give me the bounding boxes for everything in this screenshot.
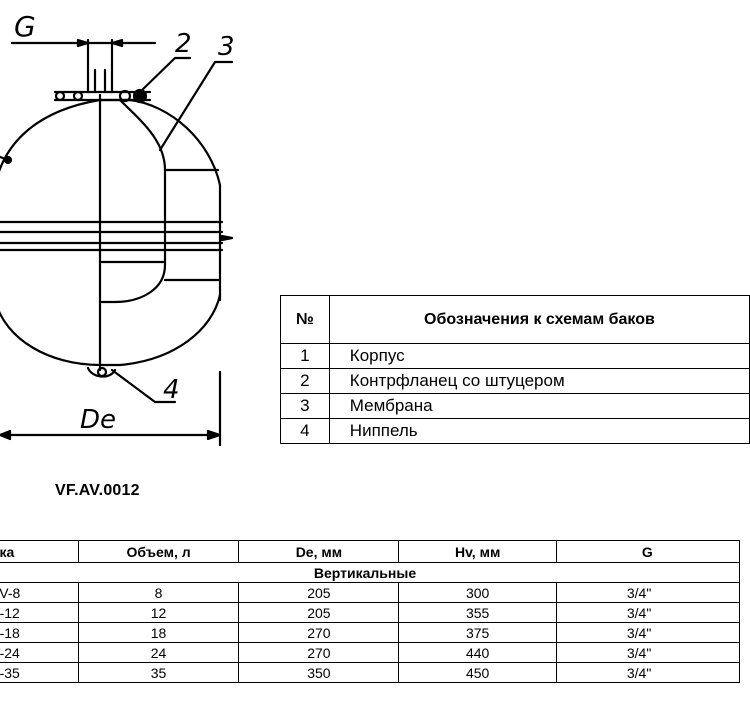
group-row: Вертикальные xyxy=(0,562,740,583)
table-row: AV-8 8 205 300 3/4" xyxy=(0,582,741,603)
table-row: V-12 12 205 355 3/4" xyxy=(0,602,741,623)
legend-row: 2 Контрфланец со штуцером xyxy=(280,368,750,394)
header-de: De, мм xyxy=(238,540,400,563)
cell-volume: 8 xyxy=(77,582,240,603)
legend-text: Контрфланец со штуцером xyxy=(328,368,750,394)
cell-de: 270 xyxy=(238,622,400,643)
specs-table: рка Объем, л De, мм Hv, мм G Вертикальны… xyxy=(0,540,741,683)
cell-de: 270 xyxy=(238,642,400,663)
cell-volume: 18 xyxy=(77,622,240,643)
cell-volume: 35 xyxy=(77,662,240,683)
legend-row: 4 Ниппель xyxy=(280,418,750,444)
cell-model: V-24 xyxy=(0,642,79,663)
legend-num: 1 xyxy=(280,343,330,369)
table-row: V-35 35 350 450 3/4" xyxy=(0,662,741,683)
cell-hv: 440 xyxy=(398,642,557,663)
cell-de: 205 xyxy=(238,582,400,603)
legend-row: 3 Мембрана xyxy=(280,393,750,419)
legend-num: 4 xyxy=(280,418,330,444)
label-3: 3 xyxy=(218,32,235,62)
cell-g: 3/4" xyxy=(555,662,741,683)
model-code: VF.AV.0012 xyxy=(55,482,140,499)
cell-volume: 24 xyxy=(77,642,240,663)
legend-header-title: Обозначения к схемам баков xyxy=(328,295,750,344)
cell-hv: 355 xyxy=(398,602,557,623)
table-row: V-18 18 270 375 3/4" xyxy=(0,622,741,643)
legend-row: 1 Корпус xyxy=(280,343,750,369)
cell-g: 3/4" xyxy=(555,642,741,663)
label-g: G xyxy=(14,10,36,43)
specs-header-row: рка Объем, л De, мм Hv, мм G xyxy=(0,540,741,563)
legend-text: Корпус xyxy=(328,343,750,369)
tank-shell-upper xyxy=(0,98,222,187)
cell-hv: 450 xyxy=(398,662,557,683)
cell-model: V-35 xyxy=(0,662,79,683)
cell-hv: 375 xyxy=(398,622,557,643)
legend-num: 2 xyxy=(280,368,330,394)
legend-header-num: № xyxy=(280,295,330,344)
cell-de: 350 xyxy=(238,662,400,683)
header-volume: Объем, л xyxy=(77,540,240,563)
legend-num: 3 xyxy=(280,393,330,419)
cell-model: AV-8 xyxy=(0,582,79,603)
legend-text: Ниппель xyxy=(328,418,750,444)
header-hv: Hv, мм xyxy=(398,540,557,563)
legend-header-row: № Обозначения к схемам баков xyxy=(280,295,750,344)
tank-shell-lower xyxy=(0,293,222,367)
cell-model: V-12 xyxy=(0,602,79,623)
label-4: 4 xyxy=(163,375,180,405)
tank-drawing: G 2 3 4 De xyxy=(0,10,235,447)
membrane xyxy=(98,98,167,304)
cell-g: 3/4" xyxy=(555,582,741,603)
header-model: рка xyxy=(0,540,79,563)
group-label: Вертикальные xyxy=(0,562,740,583)
cell-g: 3/4" xyxy=(555,602,741,623)
cell-hv: 300 xyxy=(398,582,557,603)
header-g: G xyxy=(555,540,741,563)
cell-model: V-18 xyxy=(0,622,79,643)
legend-table: № Обозначения к схемам баков 1 Корпус 2 … xyxy=(280,295,750,444)
cell-volume: 12 xyxy=(77,602,240,623)
cell-g: 3/4" xyxy=(555,622,741,643)
legend-text: Мембрана xyxy=(328,393,750,419)
label-2: 2 xyxy=(175,29,192,59)
label-de: De xyxy=(80,405,116,435)
cell-de: 205 xyxy=(238,602,400,623)
table-row: V-24 24 270 440 3/4" xyxy=(0,642,741,663)
